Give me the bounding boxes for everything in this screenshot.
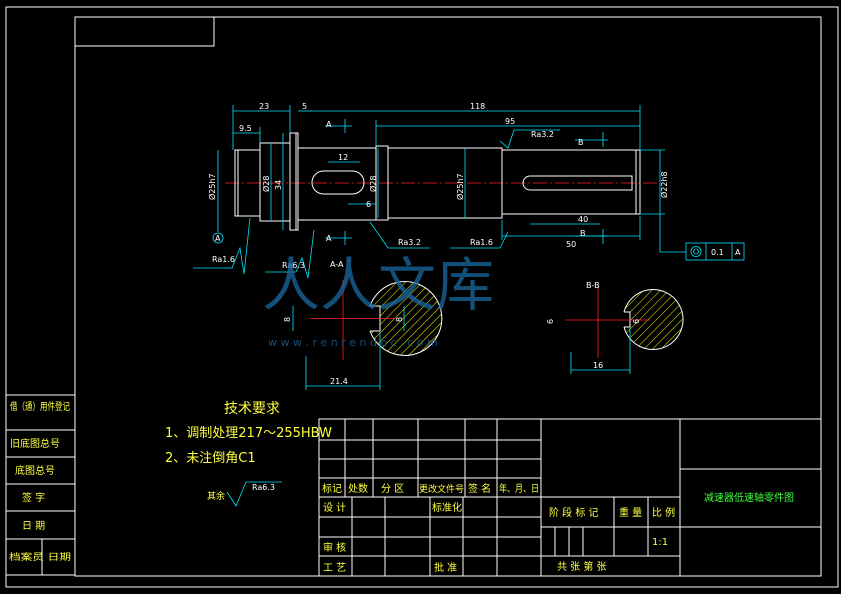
notes-title: 技术要求 — [224, 401, 280, 417]
technical-notes: 技术要求 1、调制处理217～255HBW 2、未注倒角C1 — [165, 401, 332, 466]
tb-header-zone: 分 区 — [381, 483, 404, 495]
tb-weight: 重 量 — [619, 506, 642, 519]
dim-34: 34 — [274, 180, 283, 190]
dim-aa-8-right: 8 — [395, 317, 404, 322]
dim-23: 23 — [259, 102, 269, 111]
roughness-ra6-3: Ra6.3 — [282, 261, 305, 270]
dim-dia22h8: Ø22h8 — [659, 171, 669, 198]
dim-118: 118 — [470, 102, 485, 111]
dim-bb-6-left: 6 — [546, 319, 555, 324]
top-left-code-box — [74, 16, 215, 47]
dim-aa-8-left: 8 — [283, 317, 292, 322]
dim-16: 16 — [593, 361, 603, 370]
shaft-view — [225, 132, 660, 231]
tb-check: 审 核 — [323, 541, 346, 554]
section-aa — [292, 280, 443, 390]
roughness-ra3-2-mid: Ra3.2 — [398, 238, 421, 247]
outer-border — [5, 6, 839, 588]
dim-5: 5 — [302, 102, 307, 111]
tb-approve: 批 准 — [434, 561, 457, 574]
tb-scale-value: 1:1 — [652, 537, 668, 548]
tolerance-datum: A — [735, 248, 741, 257]
notes-line-1: 1、调制处理217～255HBW — [165, 426, 332, 441]
roughness-ra6-3-notes: Ra6.3 — [252, 483, 275, 492]
tb-header-signature: 签 名 — [468, 482, 491, 495]
strip-sign: 签 字 — [22, 491, 45, 504]
dim-dia25h7-left: Ø25h7 — [207, 173, 217, 200]
strip-old-drawing-no: 旧底图总号 — [10, 437, 60, 450]
datum-a: A — [215, 234, 221, 243]
dim-95: 95 — [505, 117, 515, 126]
section-bb — [565, 286, 684, 374]
strip-drawing-no: 底图总号 — [15, 464, 55, 477]
strip-archivist-date: 档案员 日期 — [9, 551, 71, 563]
tb-drawing-name: 减速器低速轴零件图 — [704, 491, 794, 504]
section-label-bb: B-B — [586, 281, 600, 290]
tb-header-date: 年、月、日 — [499, 482, 539, 495]
watermark-url: w w w . r e n r e n d o c . c o m — [268, 336, 438, 349]
dim-6: 6 — [366, 200, 371, 209]
tb-header-count: 处数 — [348, 482, 368, 495]
section-mark-a-bottom: A — [326, 234, 332, 243]
section-mark-b-top: B — [578, 138, 584, 147]
roughness-ra3-2-top: Ra3.2 — [531, 130, 554, 139]
tolerance-value: 0.1 — [711, 248, 724, 257]
tb-header-change-doc: 更改文件号 — [419, 483, 464, 495]
strip-borrow-register: 借（通）用件登记 — [10, 400, 70, 413]
roughness-ra1-6-mid: Ra1.6 — [470, 238, 493, 247]
tb-sheets: 共 张 第 张 — [557, 560, 607, 573]
dim-12: 12 — [338, 153, 348, 162]
remaining-roughness-label: 其余 — [207, 490, 225, 502]
title-block-texts: 标记 处数 分 区 更改文件号 签 名 年、月、日 设 计 标准化 审 核 工 … — [322, 482, 794, 574]
tb-process: 工 艺 — [323, 562, 346, 574]
title-block-grid — [318, 418, 822, 577]
dim-dia25h7-mid: Ø25h7 — [455, 173, 465, 200]
watermark-text: 人人文库 — [262, 251, 494, 319]
dim-21-4: 21.4 — [330, 377, 348, 386]
dim-dia28-mid: Ø28 — [368, 176, 378, 192]
dimension-texts: 23 5 118 95 9.5 12 6 40 50 Ø25h7 Ø28 34 … — [207, 102, 741, 502]
tb-stage-mark: 阶 段 标 记 — [549, 506, 599, 519]
dim-50: 50 — [566, 240, 576, 249]
tb-standard: 标准化 — [432, 501, 462, 514]
roughness-ra1-6-left: Ra1.6 — [212, 255, 235, 264]
notes-line-2: 2、未注倒角C1 — [165, 451, 256, 466]
watermark: 人人文库 w w w . r e n r e n d o c . c o m — [262, 251, 494, 349]
dim-40: 40 — [578, 215, 588, 224]
tb-scale: 比 例 — [652, 506, 675, 519]
tb-header-mark: 标记 — [322, 483, 342, 495]
strip-date: 日 期 — [22, 520, 45, 532]
dim-dia28-left: Ø28 — [261, 176, 271, 192]
left-strip-grid — [5, 394, 76, 576]
section-label-aa: A-A — [330, 260, 344, 269]
section-mark-b-bottom: B — [580, 229, 586, 238]
dim-9-5: 9.5 — [239, 124, 252, 133]
left-strip-texts: 借（通）用件登记 旧底图总号 底图总号 签 字 日 期 档案员 日期 — [9, 400, 71, 563]
dimension-lines — [193, 105, 745, 507]
dim-bb-6-right: 6 — [632, 319, 641, 324]
section-mark-a-top: A — [326, 120, 332, 129]
tb-design: 设 计 — [323, 501, 346, 514]
